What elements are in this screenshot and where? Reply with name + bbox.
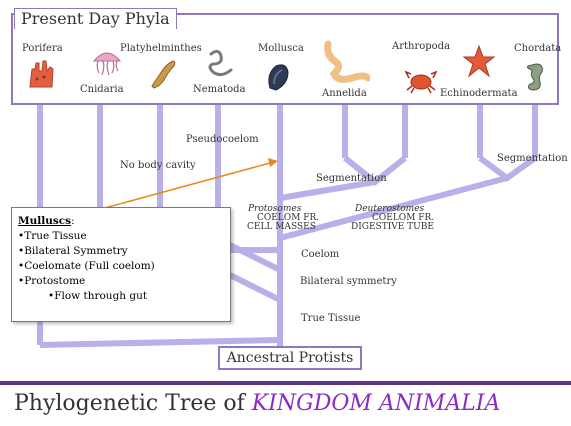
info-subitem-flow-through-gut: •Flow through gut xyxy=(18,289,224,304)
phylum-label-chordata: Chordata xyxy=(514,43,561,54)
crab-icon xyxy=(404,62,438,96)
branch-protostome xyxy=(280,182,375,198)
label-segmentation-left: Segmentation xyxy=(316,173,387,184)
label-segmentation-right: Segmentation xyxy=(497,153,568,164)
slide-title: Phylogenetic Tree of KINGDOM ANIMALIA xyxy=(14,391,500,416)
label-protostomes-note-2: CELL MASSES xyxy=(247,222,316,232)
ancestral-protists-root: Ancestral Protists xyxy=(218,346,362,370)
info-heading-line: Mulluscs: xyxy=(18,214,224,229)
phylum-label-arthropoda: Arthropoda xyxy=(392,41,450,52)
slide-title-accent: KINGDOM ANIMALIA xyxy=(252,391,501,416)
info-item-coelomate: •Coelomate (Full coelom) xyxy=(18,259,224,274)
phylum-label-cnidaria: Cnidaria xyxy=(80,84,124,95)
label-pseudocoelom: Pseudocoelom xyxy=(186,134,259,145)
info-item-protostome: •Protostome xyxy=(18,274,224,289)
slide-title-prefix: Phylogenetic Tree of xyxy=(14,391,245,416)
label-bilateral-symmetry: Bilateral symmetry xyxy=(300,276,397,287)
label-no-body-cavity: No body cavity xyxy=(120,160,196,171)
info-heading: Mulluscs xyxy=(18,215,71,227)
mollusc-info-box: Mulluscs: •True Tissue •Bilateral Symmet… xyxy=(11,207,231,322)
flatworm-icon xyxy=(146,56,180,90)
sponge-icon xyxy=(24,57,58,91)
footer-divider xyxy=(0,381,571,385)
phylum-label-annelida: Annelida xyxy=(322,88,367,99)
label-deuterostomes-note-2: DIGESTIVE TUBE xyxy=(351,222,434,232)
starfish-icon xyxy=(462,44,496,78)
info-item-bilateral-symmetry: •Bilateral Symmetry xyxy=(18,244,224,259)
phylum-label-nematoda: Nematoda xyxy=(193,84,246,95)
phylum-label-mollusca: Mollusca xyxy=(258,43,304,54)
branch-root xyxy=(40,340,280,345)
roundworm-icon xyxy=(205,46,239,80)
phylum-label-porifera: Porifera xyxy=(22,43,63,54)
phylum-label-echinodermata: Echinodermata xyxy=(440,88,518,99)
seahorse-icon xyxy=(516,60,550,94)
info-heading-suffix: : xyxy=(71,215,75,227)
label-true-tissue: True Tissue xyxy=(301,313,360,324)
label-coelom: Coelom xyxy=(301,249,339,260)
earthworm-icon xyxy=(322,40,370,84)
present-day-phyla-title: Present Day Phyla xyxy=(14,8,177,29)
mussel-icon xyxy=(262,60,296,94)
info-item-true-tissue: •True Tissue xyxy=(18,229,224,244)
phylum-label-platyhelminthes: Platyhelminthes xyxy=(120,43,202,54)
jellyfish-icon xyxy=(90,45,124,79)
